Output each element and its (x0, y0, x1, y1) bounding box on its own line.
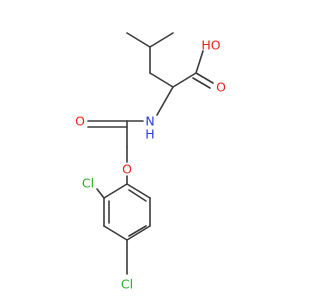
ether-oxygen-label: O (122, 162, 132, 177)
bond-ring-inner-c (128, 189, 147, 202)
bond-methyl-left (126, 32, 151, 48)
para-chlorine-label: Cl (121, 277, 133, 292)
bond-calpha-carboxyl (172, 72, 197, 88)
bond-ring-cl-ortho (96, 188, 105, 199)
ortho-chlorine-label: Cl (82, 176, 94, 191)
bond-ring-inner-b (128, 225, 147, 237)
acid-carbonyl-oxygen-label: O (216, 80, 226, 95)
bond-ch2-calpha (149, 72, 174, 88)
bond-carboxyl-oh (195, 50, 204, 74)
atom-labels: HO O N H O O Cl Cl (75, 38, 226, 292)
bond-methyl-right (149, 32, 174, 48)
amide-nitrogen-label: N (145, 114, 154, 129)
bond-ring-3-4 (103, 225, 128, 241)
bond-lines (87, 32, 214, 275)
bond-calpha-n (156, 86, 174, 116)
bond-ring-6-1 (126, 183, 151, 199)
bond-ring-4-5 (126, 225, 151, 241)
bond-ring-1-2 (103, 183, 128, 199)
bond-carboxyl-o-double-b (192, 77, 211, 89)
amide-carbonyl-oxygen-label: O (75, 114, 85, 129)
bond-carboxyl-o-double-a (195, 72, 214, 84)
hydroxyl-label: HO (201, 38, 220, 53)
chemical-structure: HO O N H O O Cl Cl (75, 32, 226, 292)
amide-hydrogen-label: H (145, 127, 154, 142)
